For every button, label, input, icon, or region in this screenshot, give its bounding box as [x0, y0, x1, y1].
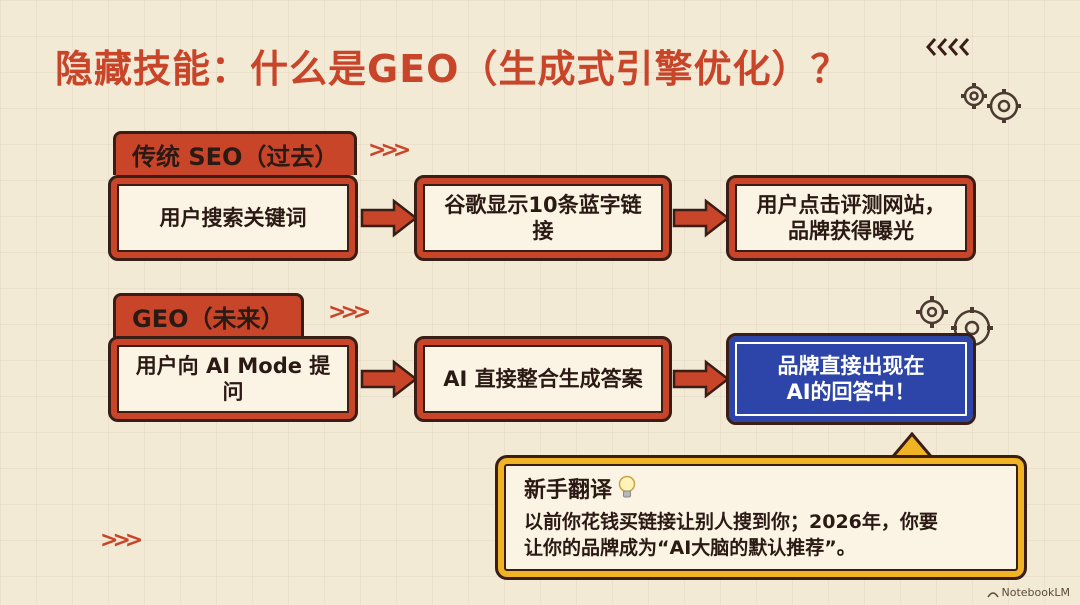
lightbulb-icon	[618, 475, 636, 498]
chevrons-right-icon: >>>	[328, 300, 372, 325]
callout-title-text: 新手翻译	[524, 478, 613, 503]
step-google-results: 谷歌显示10条蓝字链接	[414, 175, 672, 261]
arrow-right-icon	[672, 198, 730, 238]
step-label-line2: 品牌获得曝光	[788, 219, 914, 243]
step-ask-ai-mode: 用户向 AI Mode 提问	[108, 336, 358, 422]
step-label: 谷歌显示10条蓝字链接	[444, 192, 642, 243]
watermark-text: NotebookLM	[1001, 586, 1070, 599]
callout-pointer	[890, 432, 934, 460]
tag-geo-future: GEO（未来）	[113, 293, 304, 337]
page-title: 隐藏技能：什么是GEO（生成式引擎优化）？	[55, 47, 850, 91]
gears-icon	[961, 83, 1021, 123]
step-label-line2: AI的回答中！	[786, 380, 916, 404]
step-label: AI 直接整合生成答案	[443, 366, 643, 391]
callout-line1: 以前你花钱买链接让别人搜到你；2026年，你要	[524, 511, 938, 533]
callout-line2: 让你的品牌成为“AI大脑的默认推荐”。	[524, 536, 856, 559]
step-brand-in-ai-answer: 品牌直接出现在 AI的回答中！	[726, 333, 976, 425]
step-user-search: 用户搜索关键词	[108, 175, 358, 261]
tag-traditional-seo: 传统 SEO（过去）	[113, 131, 358, 175]
step-brand-exposure: 用户点击评测网站， 品牌获得曝光	[726, 175, 976, 261]
step-ai-generates-answer: AI 直接整合生成答案	[414, 336, 672, 422]
chevrons-left-icon	[926, 38, 970, 56]
callout-title: 新手翻译	[524, 472, 998, 504]
arrow-right-icon	[672, 359, 730, 399]
callout-body: 以前你花钱买链接让别人搜到你；2026年，你要 让你的品牌成为“AI大脑的默认推…	[524, 510, 998, 561]
chevrons-right-icon: >>>	[368, 138, 412, 163]
arrow-right-icon	[360, 359, 418, 399]
step-label: 用户向 AI Mode 提问	[135, 353, 331, 404]
step-label-line1: 品牌直接出现在	[777, 353, 925, 378]
notebooklm-logo-icon	[986, 591, 999, 597]
newbie-translation-callout: 新手翻译 以前你花钱买链接让别人搜到你；2026年，你要 让你的品牌成为“AI大…	[495, 455, 1027, 580]
chevrons-right-icon: >>>	[100, 528, 144, 553]
arrow-right-icon	[360, 198, 418, 238]
step-label-line1: 用户点击评测网站，	[756, 192, 946, 217]
step-label: 用户搜索关键词	[159, 205, 307, 230]
watermark: NotebookLM	[986, 586, 1070, 599]
